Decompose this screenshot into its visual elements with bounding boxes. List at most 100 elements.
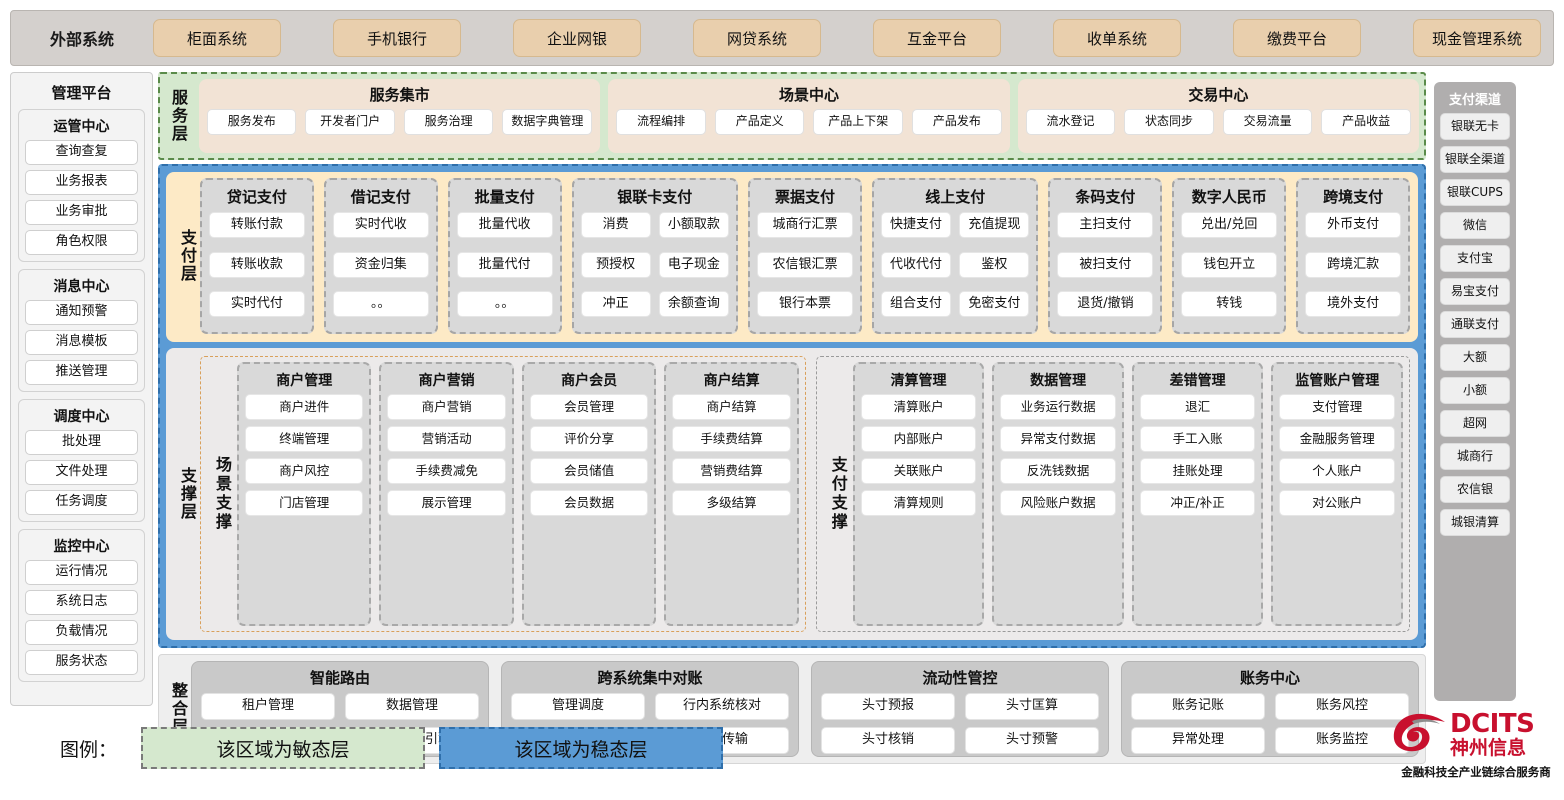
external-system-chip[interactable]: 互金平台 — [873, 19, 1001, 57]
payment-channel-item[interactable]: 支付宝 — [1440, 245, 1510, 272]
service-item[interactable]: 服务治理 — [403, 109, 494, 135]
support-item[interactable]: 营销活动 — [387, 426, 506, 452]
support-item[interactable]: 内部账户 — [860, 426, 977, 452]
payment-item[interactable]: 鉴权 — [959, 251, 1030, 278]
payment-item[interactable]: 电子现金 — [658, 251, 730, 278]
payment-channel-item[interactable]: 易宝支付 — [1440, 278, 1510, 305]
support-item[interactable]: 清算规则 — [860, 490, 977, 516]
payment-channel-item[interactable]: 小额 — [1440, 377, 1510, 404]
support-item[interactable]: 冲正/补正 — [1139, 490, 1256, 516]
payment-channel-item[interactable]: 大额 — [1440, 344, 1510, 371]
payment-item[interactable]: 余额查询 — [658, 291, 730, 318]
support-item[interactable]: 清算账户 — [860, 394, 977, 420]
payment-channel-item[interactable]: 银联全渠道 — [1440, 146, 1510, 173]
management-item[interactable]: 查询查复 — [25, 140, 138, 165]
support-item[interactable]: 手续费结算 — [672, 426, 791, 452]
payment-channel-item[interactable]: 微信 — [1440, 212, 1510, 239]
payment-item[interactable]: 充值提现 — [959, 212, 1030, 238]
service-item[interactable]: 产品定义 — [714, 109, 805, 135]
integration-item[interactable]: 头寸匡算 — [965, 693, 1099, 720]
payment-item[interactable]: 消费 — [580, 212, 651, 238]
integration-item[interactable]: 头寸预报 — [821, 693, 955, 720]
support-item[interactable]: 关联账户 — [860, 458, 977, 484]
service-item[interactable]: 状态同步 — [1124, 109, 1214, 135]
support-item[interactable]: 手工入账 — [1139, 426, 1256, 452]
payment-item[interactable]: 退货/撤销 — [1057, 291, 1154, 318]
support-item[interactable]: 商户风控 — [245, 458, 364, 484]
support-item[interactable]: 评价分享 — [529, 426, 649, 452]
payment-item[interactable]: 代收代付 — [880, 251, 952, 278]
payment-item[interactable]: 免密支付 — [959, 291, 1030, 318]
payment-item[interactable]: 跨境汇款 — [1305, 251, 1401, 278]
management-item[interactable]: 业务审批 — [25, 200, 138, 225]
support-item[interactable]: 反洗钱数据 — [1000, 458, 1116, 484]
payment-channel-item[interactable]: 银联无卡 — [1440, 113, 1510, 140]
management-item[interactable]: 批处理 — [25, 430, 138, 455]
payment-item[interactable]: 实时代收 — [332, 212, 429, 238]
payment-item[interactable]: 组合支付 — [880, 291, 952, 318]
payment-item[interactable]: 转账收款 — [209, 251, 305, 278]
external-system-chip[interactable]: 企业网银 — [513, 19, 641, 57]
service-item[interactable]: 产品上下架 — [813, 109, 904, 135]
support-item[interactable]: 展示管理 — [387, 490, 506, 516]
management-item[interactable]: 通知预警 — [25, 300, 138, 325]
payment-item[interactable]: 快捷支付 — [880, 212, 952, 238]
management-item[interactable]: 业务报表 — [25, 170, 138, 195]
integration-item[interactable]: 异常处理 — [1131, 727, 1265, 754]
payment-item[interactable]: 实时代付 — [209, 291, 305, 318]
payment-item[interactable]: 预授权 — [580, 251, 651, 278]
support-item[interactable]: 业务运行数据 — [1000, 394, 1116, 420]
payment-item[interactable]: 。。 — [456, 291, 553, 318]
payment-item[interactable]: 农信银汇票 — [757, 251, 853, 278]
payment-item[interactable]: 钱包开立 — [1181, 251, 1278, 278]
service-item[interactable]: 产品发布 — [912, 109, 1002, 135]
payment-item[interactable]: 外币支付 — [1305, 212, 1401, 238]
service-item[interactable]: 产品收益 — [1321, 109, 1411, 135]
support-item[interactable]: 挂账处理 — [1139, 458, 1256, 484]
payment-item[interactable]: 转账付款 — [209, 212, 305, 238]
external-system-chip[interactable]: 现金管理系统 — [1413, 19, 1541, 57]
external-system-chip[interactable]: 手机银行 — [333, 19, 461, 57]
payment-item[interactable]: 银行本票 — [757, 291, 853, 318]
service-item[interactable]: 交易流量 — [1222, 109, 1313, 135]
support-item[interactable]: 终端管理 — [245, 426, 364, 452]
management-item[interactable]: 服务状态 — [25, 650, 138, 675]
service-item[interactable]: 数据字典管理 — [502, 109, 593, 135]
support-item[interactable]: 营销费结算 — [672, 458, 791, 484]
payment-channel-item[interactable]: 通联支付 — [1440, 311, 1510, 338]
support-item[interactable]: 会员数据 — [529, 490, 649, 516]
support-item[interactable]: 退汇 — [1139, 394, 1256, 420]
external-system-chip[interactable]: 柜面系统 — [153, 19, 281, 57]
management-item[interactable]: 系统日志 — [25, 590, 138, 615]
integration-item[interactable]: 账务风控 — [1275, 693, 1409, 720]
support-item[interactable]: 金融服务管理 — [1279, 426, 1395, 452]
external-system-chip[interactable]: 缴费平台 — [1233, 19, 1361, 57]
integration-item[interactable]: 数据管理 — [345, 693, 479, 720]
support-item[interactable]: 会员储值 — [529, 458, 649, 484]
payment-channel-item[interactable]: 超网 — [1440, 410, 1510, 437]
integration-item[interactable]: 管理调度 — [511, 693, 645, 720]
support-item[interactable]: 门店管理 — [245, 490, 364, 516]
management-item[interactable]: 消息模板 — [25, 330, 138, 355]
payment-item[interactable]: 批量代付 — [456, 251, 553, 278]
support-item[interactable]: 支付管理 — [1279, 394, 1395, 420]
payment-item[interactable]: 兑出/兑回 — [1181, 212, 1278, 238]
payment-item[interactable]: 资金归集 — [332, 251, 429, 278]
integration-item[interactable]: 行内系统核对 — [655, 693, 789, 720]
support-item[interactable]: 个人账户 — [1279, 458, 1395, 484]
support-item[interactable]: 多级结算 — [672, 490, 791, 516]
payment-item[interactable]: 被扫支付 — [1057, 251, 1154, 278]
support-item[interactable]: 商户进件 — [245, 394, 364, 420]
management-item[interactable]: 负载情况 — [25, 620, 138, 645]
external-system-chip[interactable]: 收单系统 — [1053, 19, 1181, 57]
management-item[interactable]: 推送管理 — [25, 360, 138, 385]
management-item[interactable]: 文件处理 — [25, 460, 138, 485]
service-item[interactable]: 流程编排 — [616, 109, 706, 135]
integration-item[interactable]: 头寸预警 — [965, 727, 1099, 754]
payment-channel-item[interactable]: 银联CUPS — [1440, 179, 1510, 206]
support-item[interactable]: 对公账户 — [1279, 490, 1395, 516]
management-item[interactable]: 角色权限 — [25, 230, 138, 255]
support-item[interactable]: 商户结算 — [672, 394, 791, 420]
payment-item[interactable]: 批量代收 — [456, 212, 553, 238]
support-item[interactable]: 异常支付数据 — [1000, 426, 1116, 452]
